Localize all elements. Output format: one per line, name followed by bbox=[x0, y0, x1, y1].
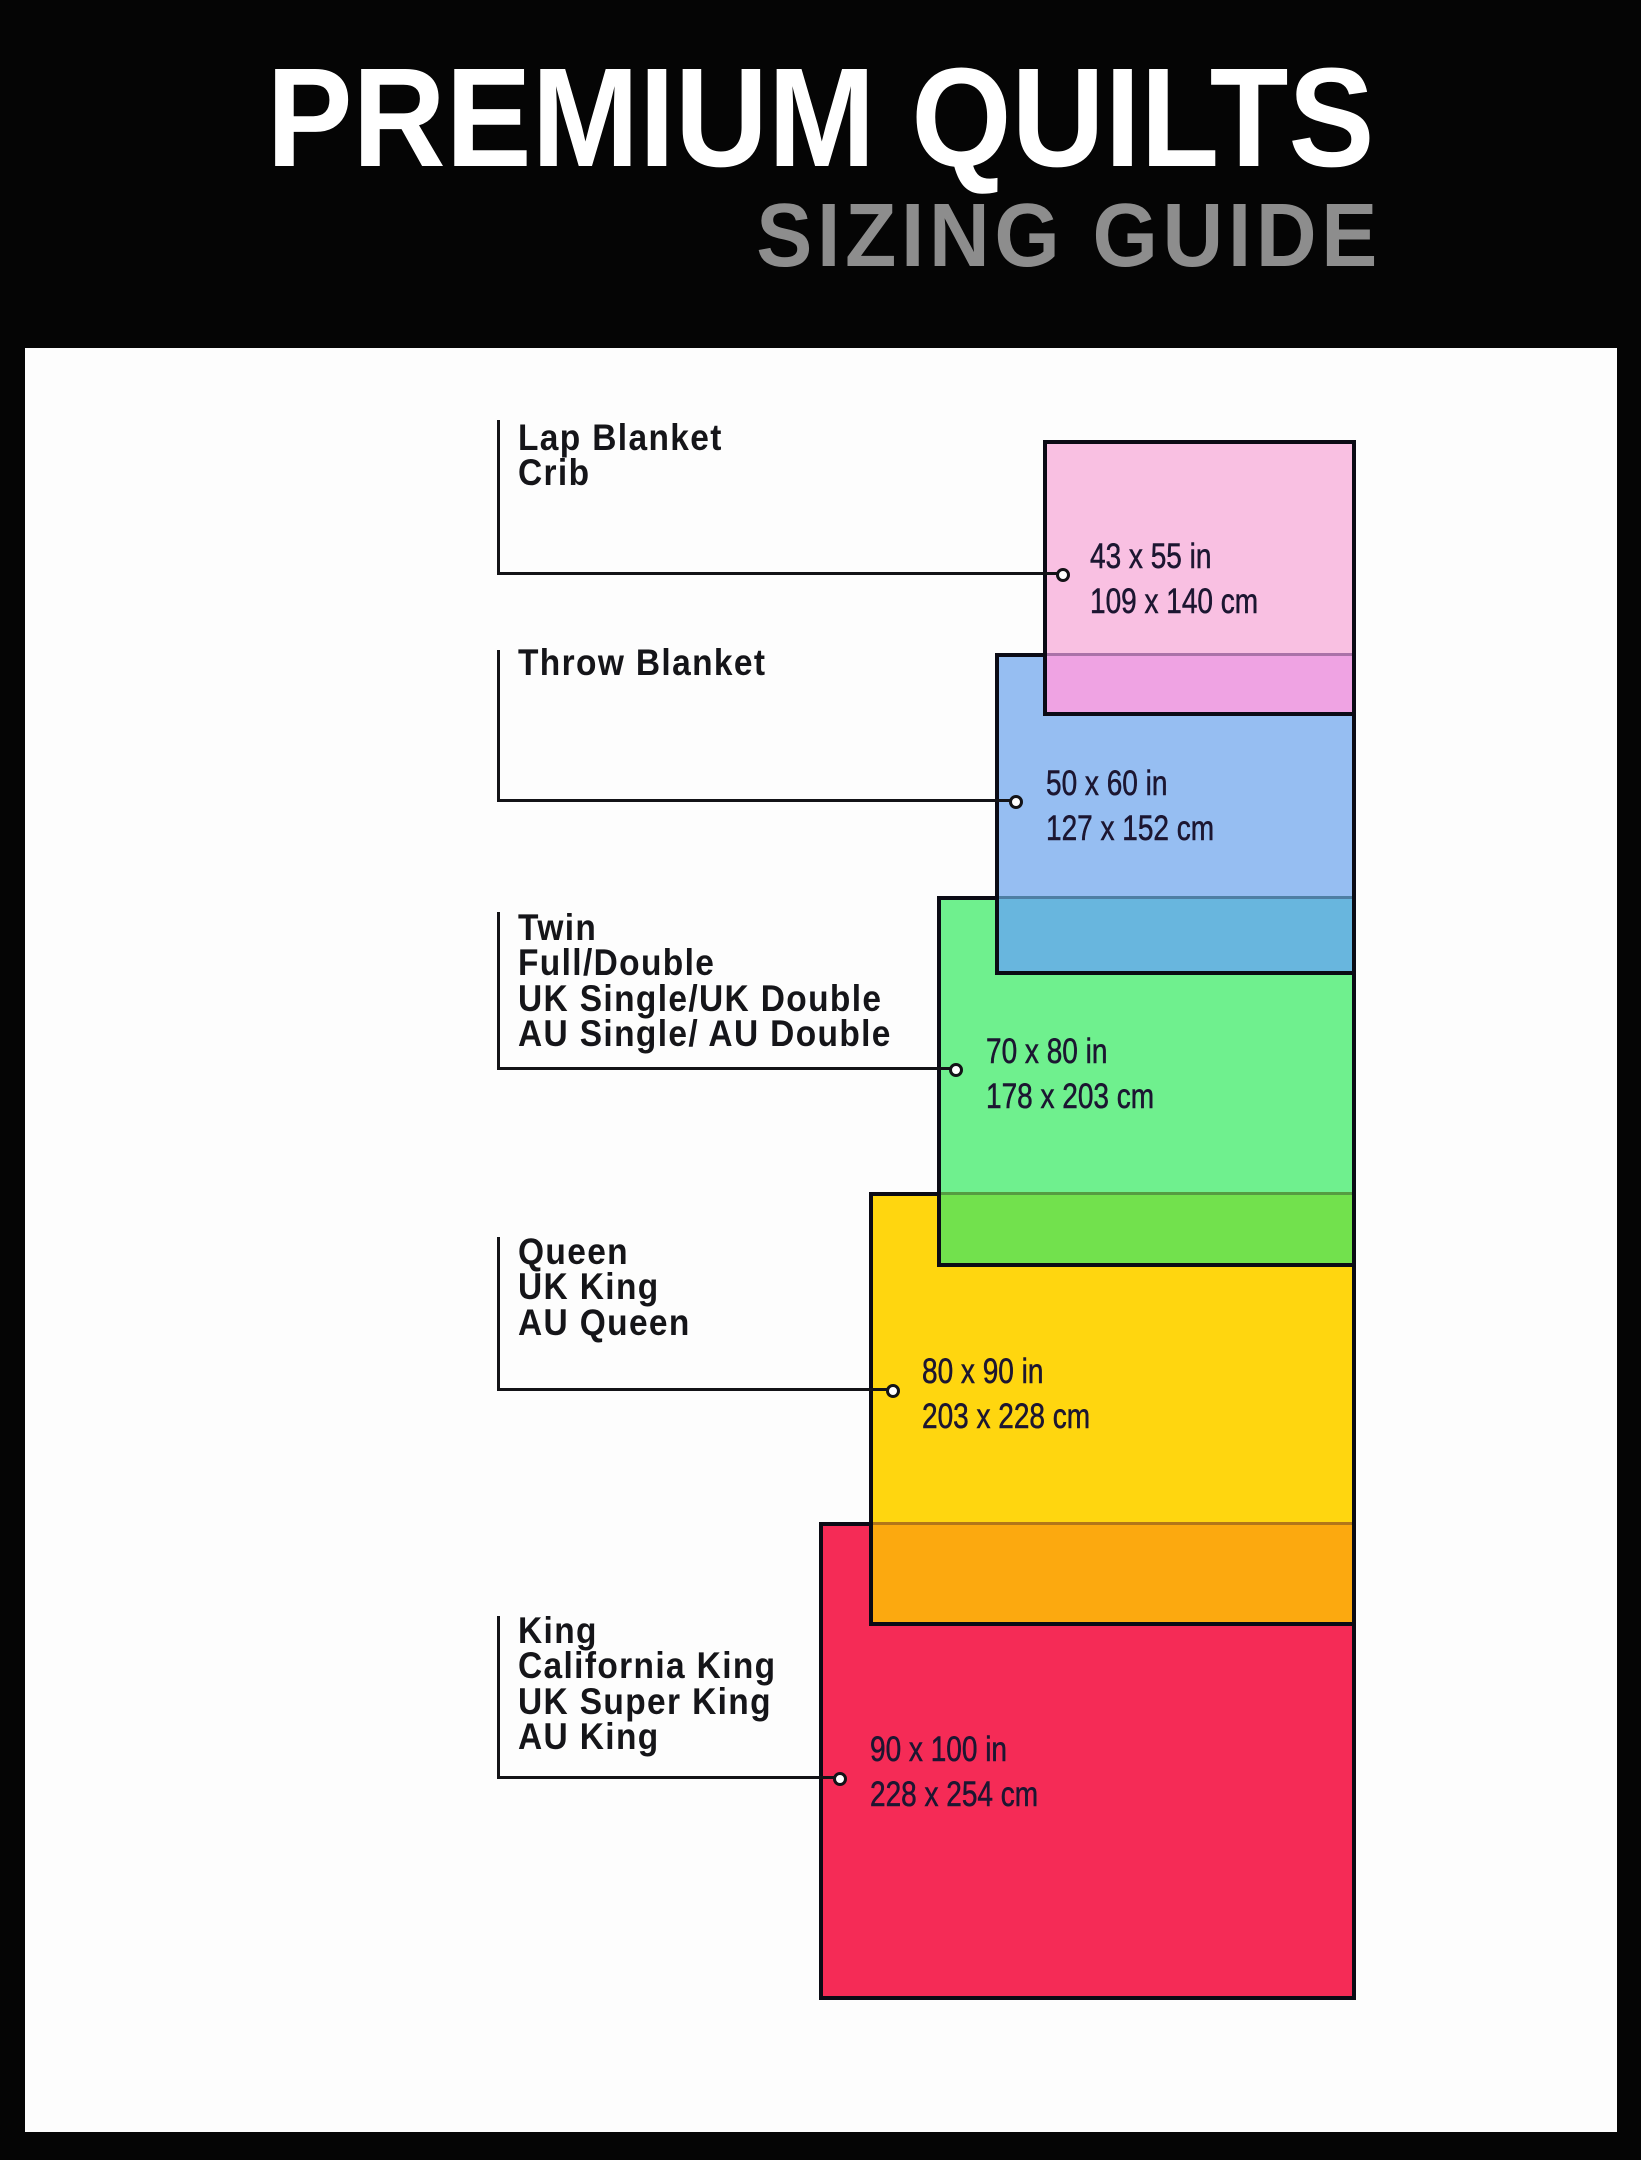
connector-hline-1 bbox=[497, 798, 1016, 802]
quilt-overlap-strip-1 bbox=[999, 896, 1352, 971]
size-label-line: Throw Blanket bbox=[518, 641, 767, 683]
size-dims-cm: 203 x 228 cm bbox=[922, 1396, 1091, 1437]
quilt-overlap-strip-3 bbox=[873, 1522, 1352, 1622]
underlying-border-line-1 bbox=[999, 896, 1352, 899]
size-label-1: Throw Blanket bbox=[518, 641, 767, 683]
page-title: PREMIUM QUILTS bbox=[266, 38, 1375, 196]
connector-vline-0 bbox=[497, 420, 500, 573]
size-label-line: Lap Blanket bbox=[518, 416, 723, 458]
size-label-line: Queen bbox=[518, 1230, 629, 1272]
underlying-border-line-0 bbox=[1047, 653, 1352, 656]
size-label-line: UK King bbox=[518, 1266, 660, 1308]
size-label-line: King bbox=[518, 1609, 598, 1651]
size-label-line: AU Queen bbox=[518, 1301, 691, 1343]
size-label-line: AU Single/ AU Double bbox=[518, 1013, 892, 1055]
connector-vline-3 bbox=[497, 1237, 500, 1389]
connector-vline-2 bbox=[497, 912, 500, 1068]
connector-hline-2 bbox=[497, 1066, 956, 1070]
size-dims-cm: 178 x 203 cm bbox=[986, 1076, 1155, 1117]
page-subtitle: SIZING GUIDE bbox=[756, 186, 1382, 287]
quilt-overlap-strip-0 bbox=[1047, 653, 1352, 712]
connector-dot-3 bbox=[885, 1383, 901, 1399]
size-label-line: Full/Double bbox=[518, 942, 716, 984]
connector-dot-4 bbox=[832, 1771, 848, 1787]
size-dims-cm: 109 x 140 cm bbox=[1090, 581, 1259, 622]
size-label-line: Twin bbox=[518, 906, 598, 948]
connector-hline-3 bbox=[497, 1387, 893, 1391]
size-label-line: UK Super King bbox=[518, 1680, 772, 1722]
connector-dot-1 bbox=[1008, 794, 1024, 810]
quilt-rect-0 bbox=[1043, 440, 1356, 716]
size-label-line: UK Single/UK Double bbox=[518, 977, 883, 1019]
size-label-line: AU King bbox=[518, 1716, 660, 1758]
size-label-line: California King bbox=[518, 1645, 777, 1687]
quilt-overlap-strip-2 bbox=[941, 1192, 1352, 1263]
size-label-line: Crib bbox=[518, 452, 591, 494]
size-dims-inches: 43 x 55 in bbox=[1090, 536, 1212, 577]
size-dims-cm: 127 x 152 cm bbox=[1046, 808, 1215, 849]
connector-vline-4 bbox=[497, 1616, 500, 1777]
size-dims-cm: 228 x 254 cm bbox=[870, 1774, 1039, 1815]
size-dims-inches: 70 x 80 in bbox=[986, 1031, 1108, 1072]
underlying-border-line-2 bbox=[941, 1192, 1352, 1195]
connector-dot-0 bbox=[1055, 567, 1071, 583]
size-dims-inches: 90 x 100 in bbox=[870, 1729, 1007, 1770]
connector-hline-0 bbox=[497, 571, 1063, 575]
underlying-border-line-3 bbox=[873, 1522, 1352, 1525]
connector-vline-1 bbox=[497, 650, 500, 800]
size-dims-inches: 50 x 60 in bbox=[1046, 763, 1168, 804]
size-dims-inches: 80 x 90 in bbox=[922, 1351, 1044, 1392]
connector-dot-2 bbox=[948, 1062, 964, 1078]
connector-hline-4 bbox=[497, 1775, 840, 1779]
